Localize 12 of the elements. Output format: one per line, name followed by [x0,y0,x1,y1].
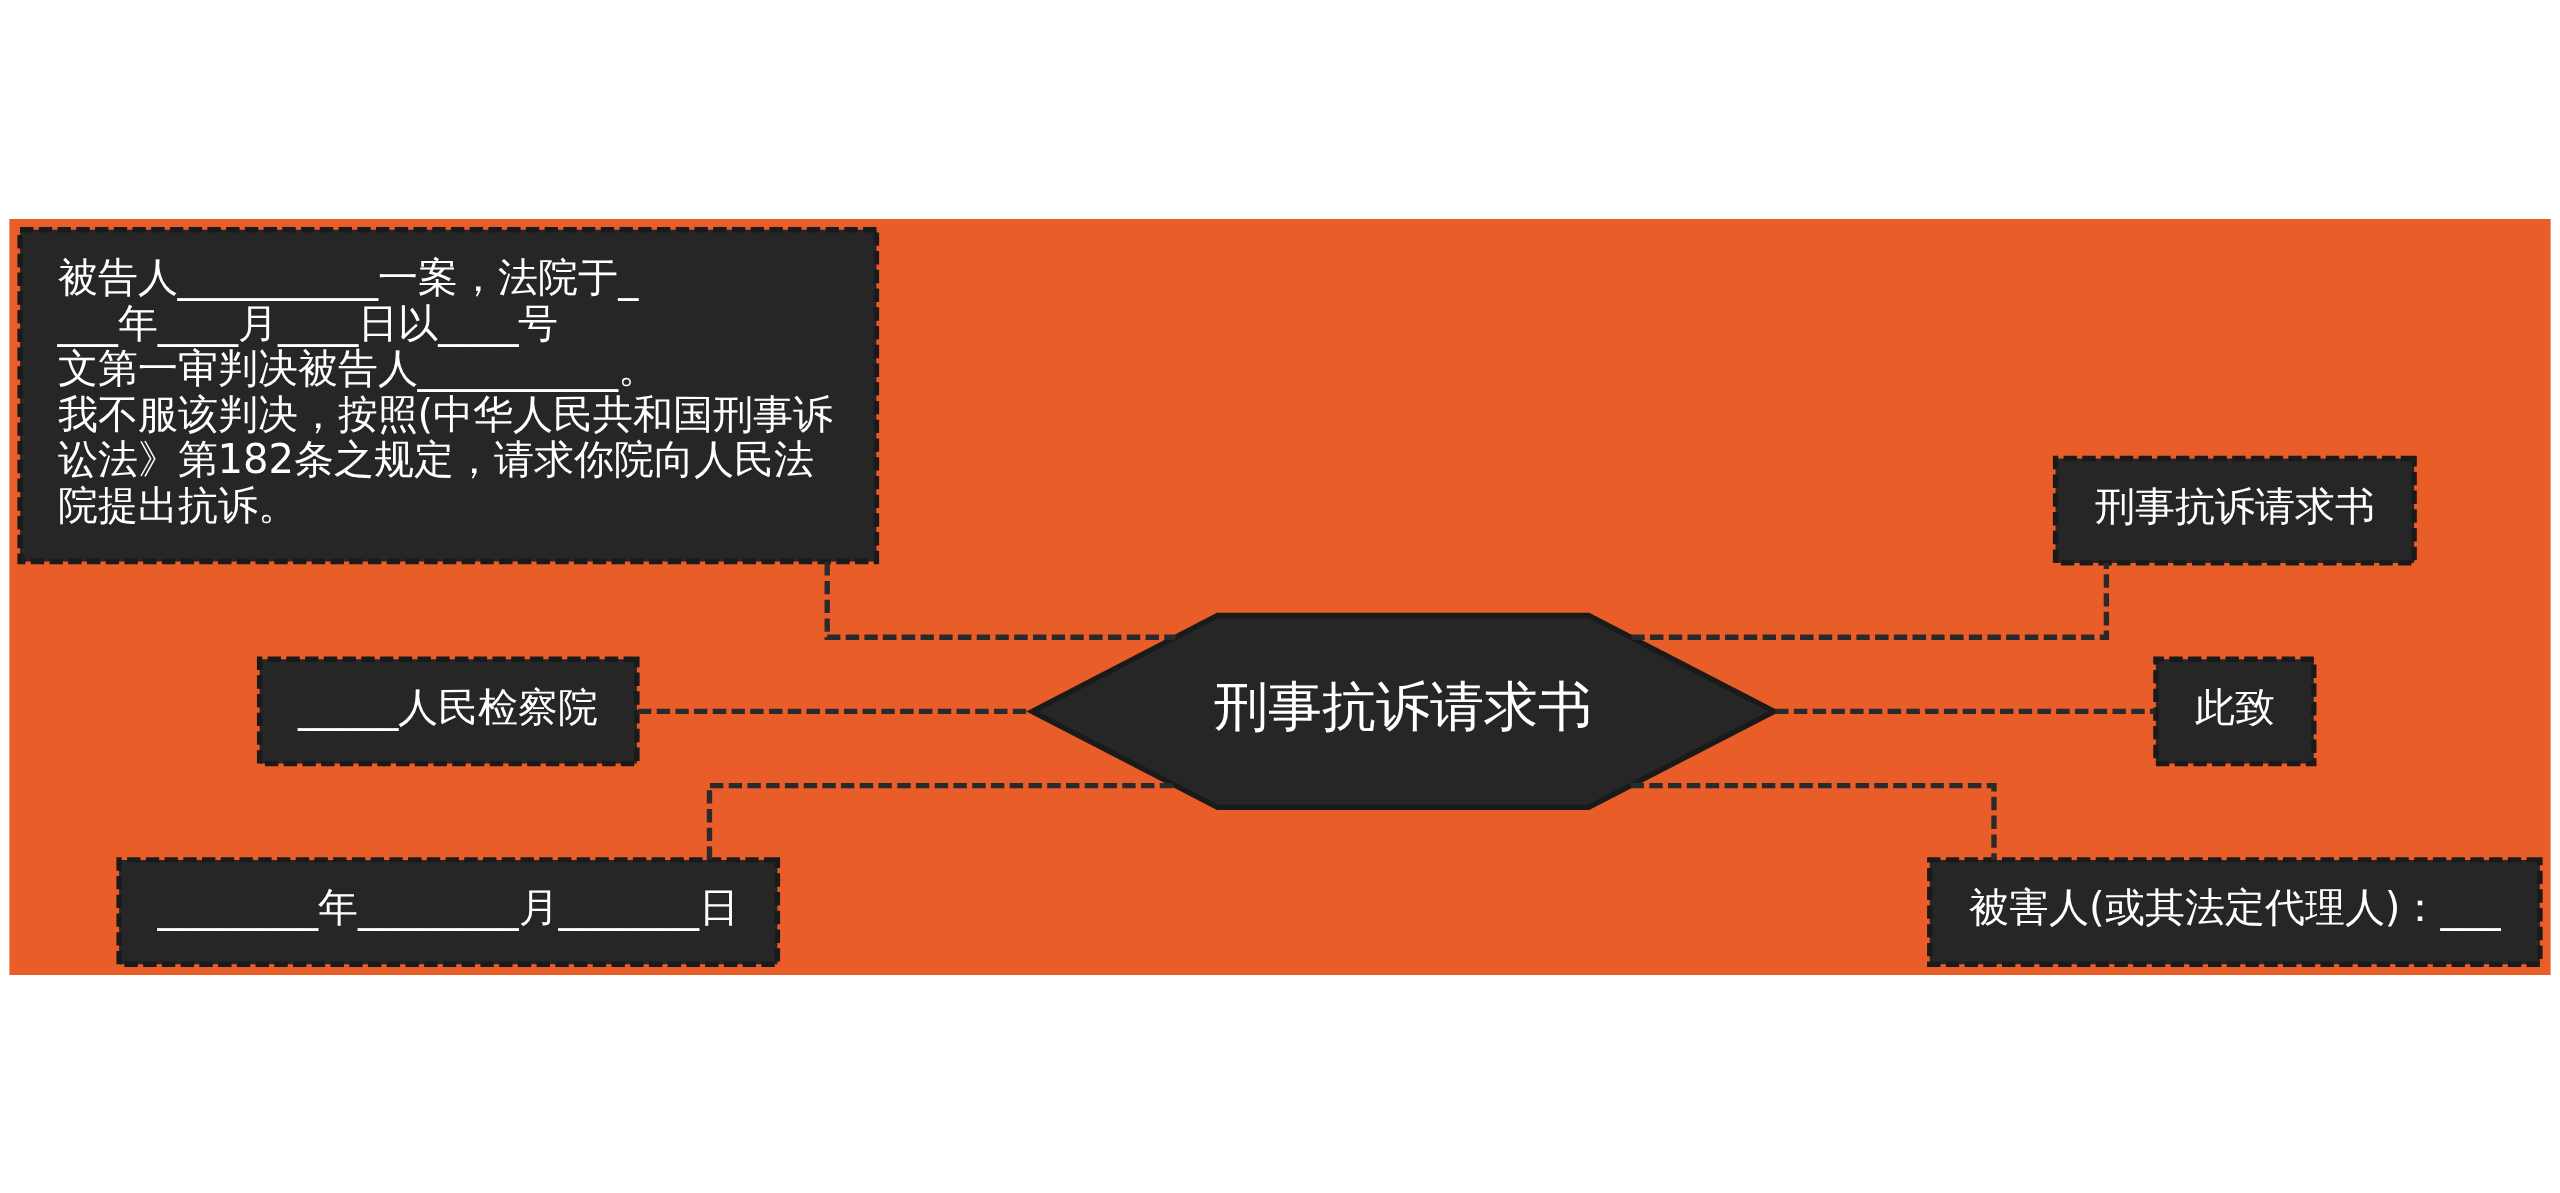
node-box: 刑事抗诉请求书 [2052,455,2417,566]
connector [1630,782,1997,860]
node-box: 被告人__________一案，法院于____年____月____日以____号文第一审判决被告人__________。我不服该判决，按照(中华人民共和国刑事诉讼法》第182条之规定，请求你院向人民法院提出抗诉。 [17,226,880,564]
node-box: 此致 [2153,656,2317,766]
node-box: _____人民检察院 [256,656,640,766]
connector [1631,562,2110,640]
connector [1775,708,2156,714]
connector [638,708,1032,714]
connector [706,782,1176,860]
connector [824,561,1176,640]
node-box: 被害人(或其法定代理人)：___ [1927,856,2543,967]
node-box: ________年________月_______日 [116,856,781,967]
